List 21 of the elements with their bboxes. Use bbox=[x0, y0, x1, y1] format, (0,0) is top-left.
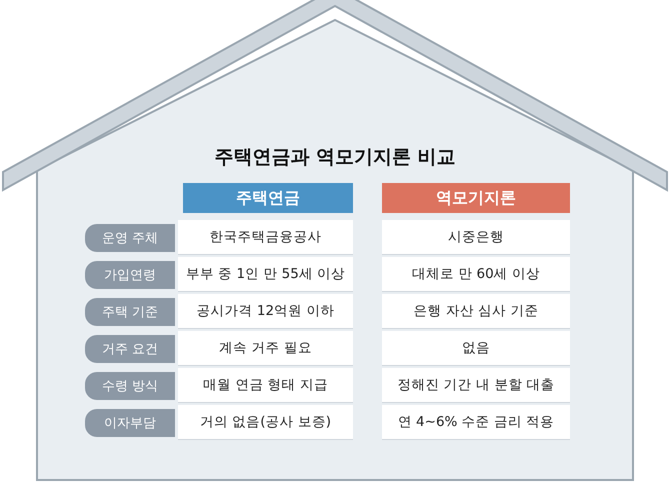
table-cell: 거의 없음(공사 보증) bbox=[178, 405, 353, 440]
row-header: 수령 방식 bbox=[85, 372, 175, 400]
table-cell: 매월 연금 형태 지급 bbox=[178, 368, 353, 403]
table-cell: 은행 자산 심사 기준 bbox=[382, 294, 570, 329]
table-cell: 공시가격 12억원 이하 bbox=[178, 294, 353, 329]
table-cell: 부부 중 1인 만 55세 이상 bbox=[178, 257, 353, 292]
table-cell: 한국주택금융공사 bbox=[178, 220, 353, 255]
table-cell: 대체로 만 60세 이상 bbox=[382, 257, 570, 292]
title: 주택연금과 역모기지론 비교 bbox=[213, 145, 457, 170]
row-header: 가입연령 bbox=[85, 261, 175, 289]
column-header: 역모기지론 bbox=[382, 183, 570, 213]
row-header: 주택 기준 bbox=[85, 298, 175, 326]
table-cell: 시중은행 bbox=[382, 220, 570, 255]
row-header: 운영 주체 bbox=[85, 224, 175, 252]
row-header: 거주 요건 bbox=[85, 335, 175, 363]
column-header: 주택연금 bbox=[183, 183, 353, 213]
row-header: 이자부담 bbox=[85, 409, 175, 437]
table-cell: 연 4~6% 수준 금리 적용 bbox=[382, 405, 570, 440]
table-cell: 없음 bbox=[382, 331, 570, 366]
table-cell: 계속 거주 필요 bbox=[178, 331, 353, 366]
table-cell: 정해진 기간 내 분할 대출 bbox=[382, 368, 570, 403]
